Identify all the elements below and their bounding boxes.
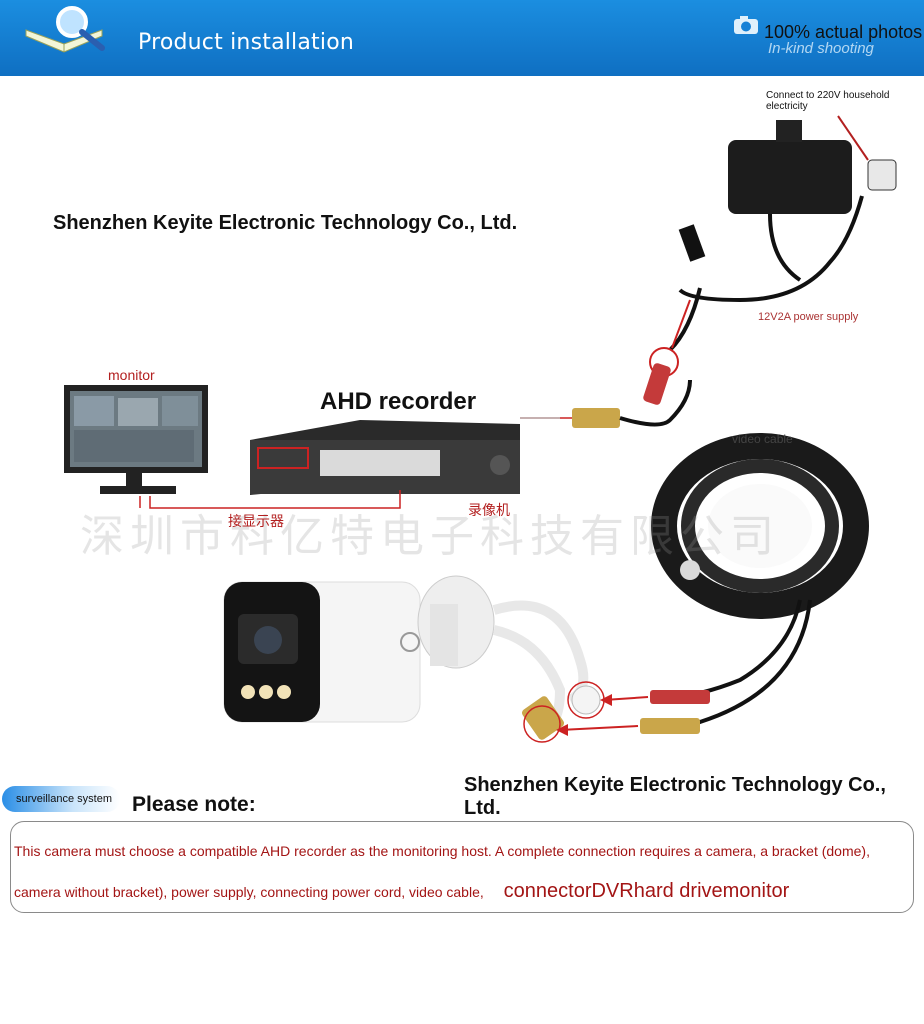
monitor-image — [64, 385, 208, 494]
recorder-label: AHD recorder — [320, 388, 476, 416]
note-line-2-text: camera without bracket), power supply, c… — [14, 884, 484, 900]
company-name-bottom: Shenzhen Keyite Electronic Technology Co… — [464, 774, 924, 820]
video-cable-label: video cable — [732, 432, 793, 446]
note-line-2-tail: connectorDVRhard drivemonitor — [504, 880, 790, 902]
video-cable-coil — [650, 446, 856, 727]
power-adapter-image — [679, 120, 896, 300]
monitor-label: monitor — [108, 367, 155, 383]
watermark-text: 深圳市科亿特电子科技有限公司 — [80, 500, 780, 564]
note-line-1: This camera must choose a compatible AHD… — [14, 843, 870, 859]
power-note-label: Connect to 220V household electricity — [766, 90, 924, 112]
monitor-cn-label: 接显示器 — [228, 511, 284, 531]
dvr-image — [250, 420, 520, 495]
note-title: Please note: — [132, 793, 256, 817]
surveillance-system-pill: surveillance system — [2, 786, 120, 812]
company-name-top: Shenzhen Keyite Electronic Technology Co… — [53, 212, 517, 235]
note-line-2: camera without bracket), power supply, c… — [14, 880, 789, 903]
recorder-cn-label: 录像机 — [468, 500, 510, 520]
bullet-camera-image — [224, 576, 600, 741]
power-supply-label: 12V2A power supply — [758, 311, 858, 323]
